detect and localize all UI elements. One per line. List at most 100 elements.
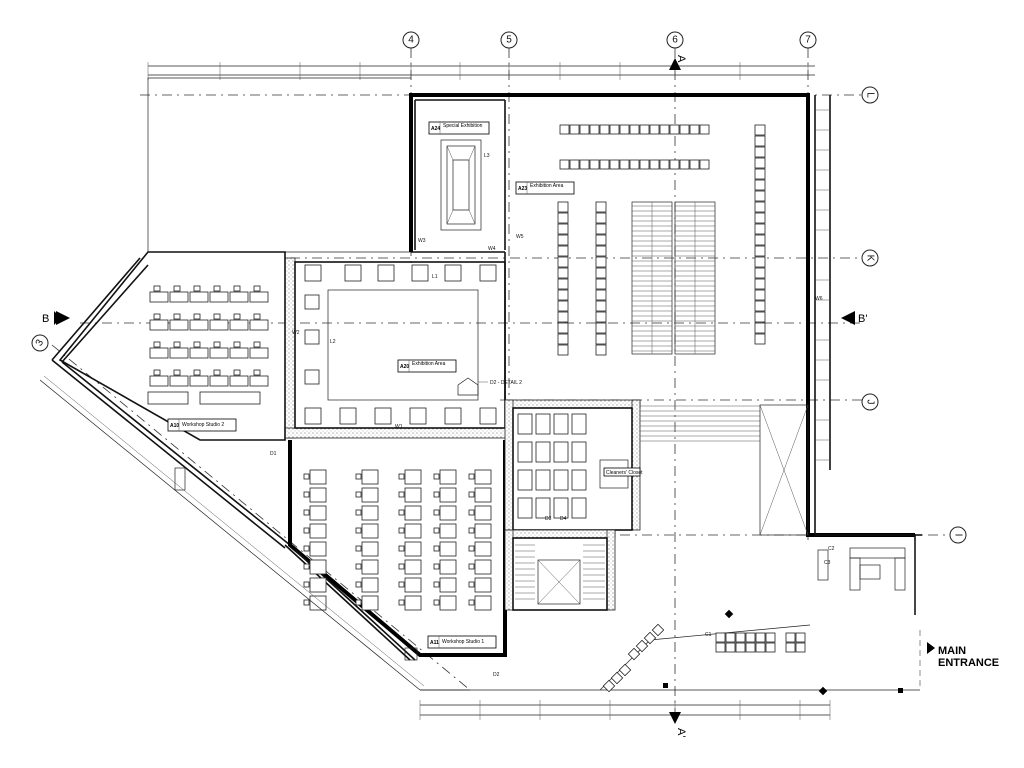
display-case — [599, 159, 610, 170]
grid-bubble-l: L — [861, 86, 879, 104]
display-case — [679, 124, 690, 135]
bench — [785, 642, 796, 653]
grid-bubble-7: 7 — [799, 31, 817, 49]
desk — [147, 391, 189, 405]
chair — [468, 473, 475, 480]
room-label-exhibition-area-mid: A20 Exhibition Area — [397, 359, 457, 373]
plinth — [304, 369, 320, 385]
chair — [253, 341, 261, 348]
chair — [213, 341, 221, 348]
desk — [249, 319, 269, 331]
desk — [169, 375, 189, 387]
bench — [651, 623, 665, 637]
svg-text:Workshop Studio 2: Workshop Studio 2 — [182, 422, 224, 428]
bench — [765, 632, 776, 643]
bench — [735, 642, 746, 653]
display-case — [619, 159, 630, 170]
chair — [433, 509, 440, 516]
desk — [169, 347, 189, 359]
chair — [433, 473, 440, 480]
desk — [149, 375, 169, 387]
display-case — [754, 245, 766, 257]
section-marker-a-top: A — [669, 55, 687, 70]
chair — [153, 285, 161, 292]
desk — [474, 541, 492, 557]
desk — [309, 487, 327, 503]
bench — [785, 632, 796, 643]
display-case — [669, 124, 680, 135]
chair — [173, 341, 181, 348]
chair — [398, 599, 405, 606]
display-case — [754, 322, 766, 334]
workshop-studio-2-desks — [147, 285, 269, 405]
svg-text:L3: L3 — [484, 153, 490, 159]
toilet-cubicle — [535, 497, 551, 519]
grid-bubble-k: K — [861, 249, 879, 267]
desk — [361, 541, 379, 557]
chair — [355, 563, 362, 570]
chair — [303, 545, 310, 552]
display-case — [557, 256, 569, 268]
exhibition-ramps — [631, 201, 716, 355]
toilet-cubicle — [571, 413, 587, 435]
desk — [361, 577, 379, 593]
svg-text:L1: L1 — [432, 274, 438, 280]
chair — [433, 491, 440, 498]
mid-exhibition-plinths — [304, 264, 497, 425]
plinth — [444, 407, 462, 425]
svg-text:C1: C1 — [705, 632, 712, 638]
desk — [189, 291, 209, 303]
bench — [610, 671, 624, 685]
plinth — [411, 264, 429, 282]
svg-text:D4: D4 — [560, 516, 567, 522]
desk — [149, 319, 169, 331]
desk — [474, 523, 492, 539]
chair — [398, 545, 405, 552]
desk — [439, 541, 457, 557]
grid-bubble-j: J — [861, 393, 879, 411]
chair — [355, 599, 362, 606]
svg-text:W5: W5 — [516, 234, 524, 240]
display-case — [595, 212, 607, 224]
chair — [153, 341, 161, 348]
lift-core — [504, 529, 616, 611]
desk — [439, 523, 457, 539]
display-case — [595, 322, 607, 334]
desk — [474, 469, 492, 485]
desk — [169, 319, 189, 331]
desk — [209, 375, 229, 387]
display-case — [595, 245, 607, 257]
svg-text:D2 - DETAIL 2: D2 - DETAIL 2 — [490, 380, 522, 386]
desk — [169, 291, 189, 303]
bench — [735, 632, 746, 643]
svg-text:Special Exhibition: Special Exhibition — [443, 123, 483, 129]
display-case — [754, 135, 766, 147]
chair — [398, 581, 405, 588]
lobby-furniture — [602, 623, 806, 693]
grid-bubble-3: 3 — [31, 334, 49, 352]
desk — [439, 487, 457, 503]
workshop-studio-2-walls — [51, 251, 291, 549]
chair — [355, 545, 362, 552]
display-case — [599, 124, 610, 135]
desk — [189, 347, 209, 359]
display-case — [579, 159, 590, 170]
chair — [193, 341, 201, 348]
svg-text:C3: C3 — [824, 560, 831, 566]
display-case — [609, 124, 620, 135]
display-case — [629, 124, 640, 135]
chair — [468, 509, 475, 516]
bench — [745, 632, 756, 643]
desk — [361, 505, 379, 521]
lobby-markers — [663, 609, 903, 696]
toilet-cubicle — [571, 469, 587, 491]
display-case — [754, 146, 766, 158]
display-case — [754, 333, 766, 345]
chair — [433, 581, 440, 588]
chair — [193, 313, 201, 320]
desk — [229, 291, 249, 303]
display-case — [649, 159, 660, 170]
chair — [303, 473, 310, 480]
svg-text:I: I — [953, 534, 964, 537]
bench — [765, 642, 776, 653]
